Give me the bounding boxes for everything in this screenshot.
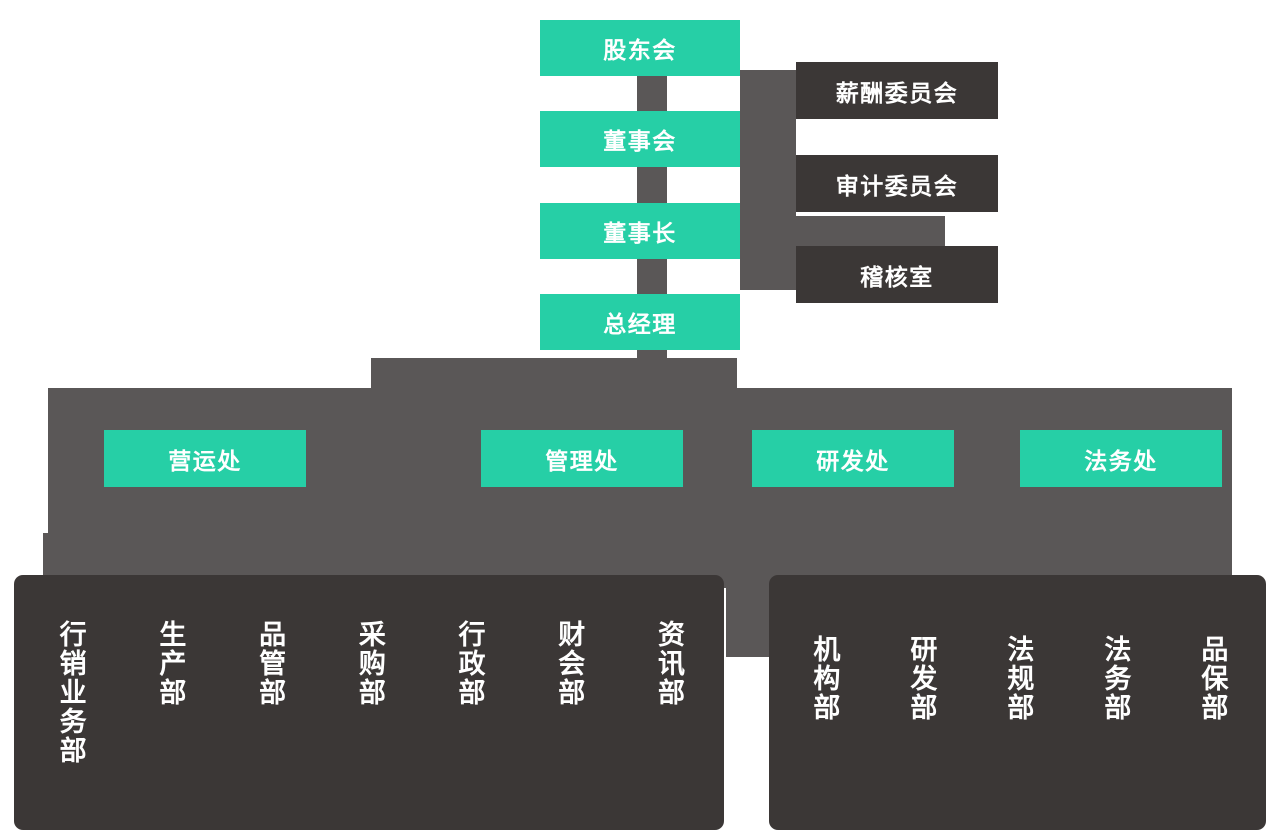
dept-col-regulatory-department[interactable]: 法规部	[969, 635, 1066, 722]
dept-col-production-department[interactable]: 生产部	[120, 620, 220, 707]
dept-label-finance-accounting-department: 财会部	[554, 620, 585, 707]
dept-label-marketing-sales-department: 行销业务部	[55, 620, 86, 765]
node-general-manager[interactable]: 总经理	[540, 294, 740, 350]
dept-label-procurement-department: 采购部	[354, 620, 385, 707]
dept-col-legal-affairs-department[interactable]: 法务部	[1066, 635, 1163, 722]
dept-col-information-technology-department[interactable]: 资讯部	[618, 620, 718, 707]
node-board-of-directors[interactable]: 董事会	[540, 111, 740, 167]
dept-col-institution-department[interactable]: 机构部	[775, 635, 872, 722]
node-management-division-label: 管理处	[545, 447, 619, 474]
node-rd-division[interactable]: 研发处	[752, 430, 954, 487]
node-rd-division-label: 研发处	[816, 447, 890, 474]
dept-col-administration-department[interactable]: 行政部	[419, 620, 519, 707]
node-chairman-label: 董事长	[603, 220, 677, 246]
node-legal-division-label: 法务处	[1084, 447, 1158, 474]
dept-label-regulatory-department: 法规部	[1003, 635, 1034, 722]
dept-label-institution-department: 机构部	[809, 635, 840, 722]
node-shareholders-label: 股东会	[603, 37, 677, 63]
dept-col-finance-accounting-department[interactable]: 财会部	[519, 620, 619, 707]
dept-label-production-department: 生产部	[155, 620, 186, 707]
node-operations-division[interactable]: 营运处	[104, 430, 306, 487]
dept-label-quality-assurance-department: 品保部	[1197, 635, 1228, 722]
node-operations-division-label: 营运处	[168, 447, 242, 474]
node-board-of-directors-label: 董事会	[603, 128, 677, 154]
connector-gm-stem	[371, 358, 737, 392]
node-general-manager-label: 总经理	[603, 311, 677, 337]
department-panel-right: 机构部 研发部 法规部 法务部 品保部	[769, 575, 1266, 830]
dept-label-administration-department: 行政部	[454, 620, 485, 707]
node-legal-division[interactable]: 法务处	[1020, 430, 1222, 487]
node-audit-committee-label: 审计委员会	[835, 172, 959, 199]
node-internal-audit-office-label: 稽核室	[860, 263, 934, 290]
dept-label-quality-control-department: 品管部	[255, 620, 286, 707]
dept-col-rd-department[interactable]: 研发部	[872, 635, 969, 722]
node-internal-audit-office[interactable]: 稽核室	[796, 246, 998, 303]
dept-col-procurement-department[interactable]: 采购部	[319, 620, 419, 707]
dept-col-quality-assurance-department[interactable]: 品保部	[1163, 635, 1260, 722]
node-management-division[interactable]: 管理处	[481, 430, 683, 487]
connector-department-center-stem	[726, 533, 770, 657]
dept-col-quality-control-department[interactable]: 品管部	[219, 620, 319, 707]
node-audit-committee[interactable]: 审计委员会	[796, 155, 998, 212]
dept-label-legal-affairs-department: 法务部	[1100, 635, 1131, 722]
node-compensation-committee[interactable]: 薪酬委员会	[796, 62, 998, 119]
department-panel-left: 行销业务部 生产部 品管部 采购部 行政部 财会部 资讯部	[14, 575, 724, 830]
node-compensation-committee-label: 薪酬委员会	[835, 79, 959, 106]
dept-label-information-technology-department: 资讯部	[653, 620, 684, 707]
dept-col-marketing-sales-department[interactable]: 行销业务部	[20, 620, 120, 765]
node-chairman[interactable]: 董事长	[540, 203, 740, 259]
node-shareholders[interactable]: 股东会	[540, 20, 740, 76]
dept-label-rd-department: 研发部	[906, 635, 937, 722]
